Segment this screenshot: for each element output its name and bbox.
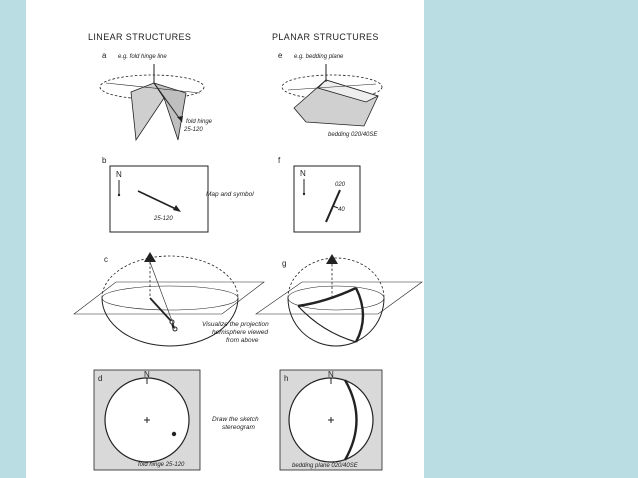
north-label-f: N <box>300 169 306 178</box>
north-label-b: N <box>116 170 122 179</box>
panel-letter-b: b <box>102 156 107 165</box>
fold-hinge-arrow <box>153 82 183 123</box>
caption-sketch-1: Draw the sketch <box>212 416 259 423</box>
caption-sketch-2: stereogram <box>222 424 255 431</box>
upper-sphere-dashed-g <box>287 257 385 299</box>
panel-letter-f: f <box>278 156 281 165</box>
lineation-value-b: 25-120 <box>153 216 173 222</box>
great-circle-g <box>354 287 365 343</box>
caption-visualize-2: hemisphere viewed <box>212 329 268 336</box>
panel-letter-g: g <box>282 259 286 268</box>
panel-letter-d: d <box>98 374 102 383</box>
panel-b-map-symbol: b N 25-120 <box>102 156 209 233</box>
caption-visualize-3: from above <box>226 337 259 344</box>
primitive-circle-g <box>287 285 385 311</box>
panel-letter-a: a <box>102 51 107 60</box>
figure-page: LINEAR STRUCTURES PLANAR STRUCTURES a e.… <box>26 0 424 478</box>
projection-line-c <box>149 297 173 323</box>
horizontal-reference-line-e <box>287 83 377 91</box>
horizontal-plane-g <box>255 281 423 315</box>
fold-hinge-label: fold hinge <box>186 119 213 125</box>
caption-visualize-1: Visualize the projection <box>202 321 269 328</box>
lineation-pole-d <box>171 431 177 437</box>
arrowhead-icon <box>177 116 183 122</box>
panel-letter-e: e <box>278 51 283 60</box>
panel-a-fold-hinge: a e.g. fold hinge line fold hinge 25-120 <box>99 51 213 142</box>
fold-hinge-value: 25-120 <box>183 127 203 133</box>
sight-line-c <box>149 261 176 330</box>
arrowhead-icon-b <box>173 205 181 212</box>
header-planar: PLANAR STRUCTURES <box>272 32 379 42</box>
lower-hemisphere-g <box>287 297 385 347</box>
plane-trace-upper-g <box>297 286 357 308</box>
caption-map-and-symbol: Map and symbol <box>206 191 254 198</box>
plane-trace-lower-g <box>297 305 357 343</box>
great-circle-h <box>343 379 358 461</box>
header-linear: LINEAR STRUCTURES <box>88 32 191 42</box>
horizontal-circle-dashed-e <box>281 74 383 100</box>
example-text-e: e.g. bedding plane <box>294 54 344 60</box>
north-label-h: N <box>328 370 334 379</box>
example-text-a: e.g. fold hinge line <box>118 54 167 60</box>
map-frame-f <box>293 165 361 233</box>
strike-value-f: 020 <box>335 182 346 188</box>
panel-c-hemisphere: c <box>73 252 265 347</box>
bedding-top-face <box>317 79 380 103</box>
eye-triangle-icon-g <box>326 254 338 264</box>
stereonet-figure: LINEAR STRUCTURES PLANAR STRUCTURES a e.… <box>73 32 423 471</box>
fold-limb-left <box>130 82 165 142</box>
north-dot-b <box>117 193 121 197</box>
dip-tick <box>332 205 339 209</box>
panel-letter-h: h <box>284 374 288 383</box>
lineation-arrow <box>137 190 179 211</box>
north-label-d: N <box>144 370 150 379</box>
panel-h-stereogram: h N bedding plane 020/40SE <box>279 369 383 471</box>
panel-f-map-symbol: f N 020 40 <box>278 156 361 233</box>
panel-letter-c: c <box>104 255 108 264</box>
map-frame-b <box>109 165 209 233</box>
stereogram-label-d: fold hinge 25-120 <box>138 462 185 468</box>
dip-value-f: 40 <box>338 207 345 213</box>
horizontal-reference-line <box>105 82 201 94</box>
panel-e-bedding-plane: e e.g. bedding plane bedding 020/40SE <box>278 51 383 138</box>
horizontal-plane-c <box>73 281 265 315</box>
panel-d-stereogram: d N fold hinge 25-120 <box>93 369 201 471</box>
bedding-label-e: bedding 020/40SE <box>328 132 378 138</box>
eye-triangle-icon-c <box>144 252 156 262</box>
panel-g-hemisphere: g <box>255 254 423 347</box>
upper-sphere-dashed-c <box>101 255 239 299</box>
lower-hemisphere-c <box>101 297 239 347</box>
north-dot-f <box>302 192 306 196</box>
stereogram-label-h: bedding plane 020/40SE <box>292 463 359 469</box>
primitive-circle-c <box>101 285 239 311</box>
